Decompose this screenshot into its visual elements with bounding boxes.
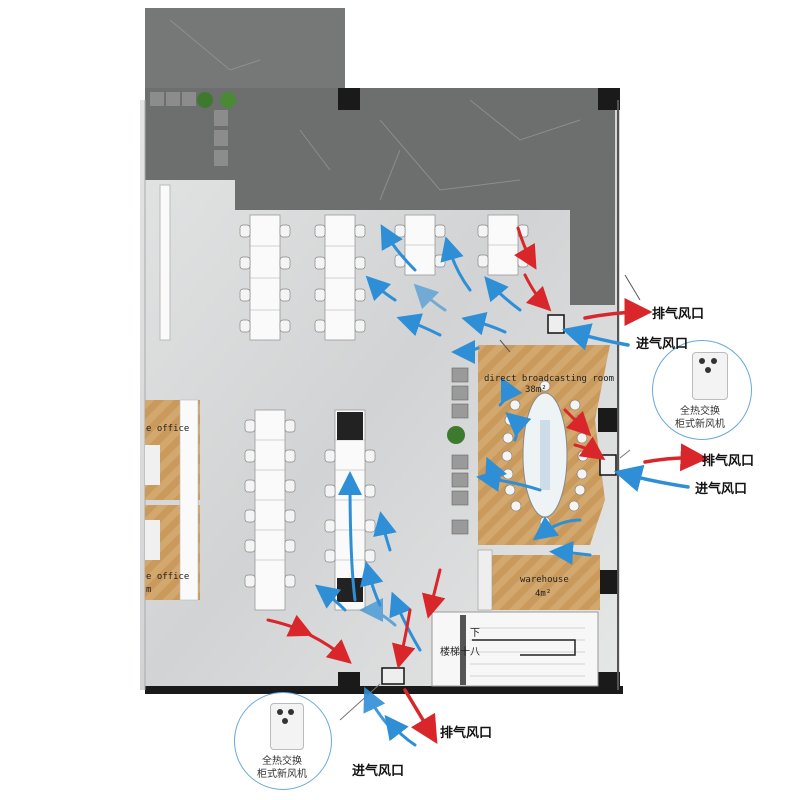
office-top-name: e office — [146, 424, 190, 434]
unit-line2: 柜式新风机 — [675, 419, 725, 430]
unit-label-right: 全热交换 柜式新风机 — [660, 405, 740, 431]
vent-unit-bottom — [381, 667, 405, 685]
exhaust-label-top: 排气风口 — [652, 307, 705, 322]
stairs-down-label: 下 — [470, 628, 480, 639]
unit-device-icon — [692, 352, 728, 400]
unit-line2: 柜式新风机 — [257, 769, 307, 780]
unit-device-icon — [270, 703, 304, 750]
warehouse-area: 4m² — [535, 589, 552, 599]
warehouse-floor — [490, 555, 600, 610]
office-bottom-name: e office — [146, 572, 190, 582]
exhaust-label-bottom: 排气风口 — [440, 726, 493, 741]
broadcast-room-name: direct broadcasting room — [484, 374, 615, 384]
vent-unit-right-top — [547, 314, 565, 334]
broadcast-room-area: 38m² — [525, 385, 547, 395]
unit-label-bottom: 全热交换 柜式新风机 — [242, 755, 322, 781]
unit-line1: 全热交换 — [680, 406, 720, 417]
exhaust-label-mid: 排气风口 — [702, 454, 755, 469]
unit-line1: 全热交换 — [262, 756, 302, 767]
intake-label-top: 进气风口 — [636, 337, 689, 352]
intake-label-bottom: 进气风口 — [352, 764, 405, 779]
vent-unit-right-mid — [599, 454, 617, 476]
office-bottom-area: m — [146, 585, 152, 595]
intake-label-mid: 进气风口 — [695, 482, 748, 497]
stairs-label: 楼梯十八 — [440, 647, 480, 658]
stairwell — [431, 611, 599, 687]
exhaust-arrows-inside — [266, 226, 606, 669]
warehouse-name: warehouse — [520, 575, 569, 585]
